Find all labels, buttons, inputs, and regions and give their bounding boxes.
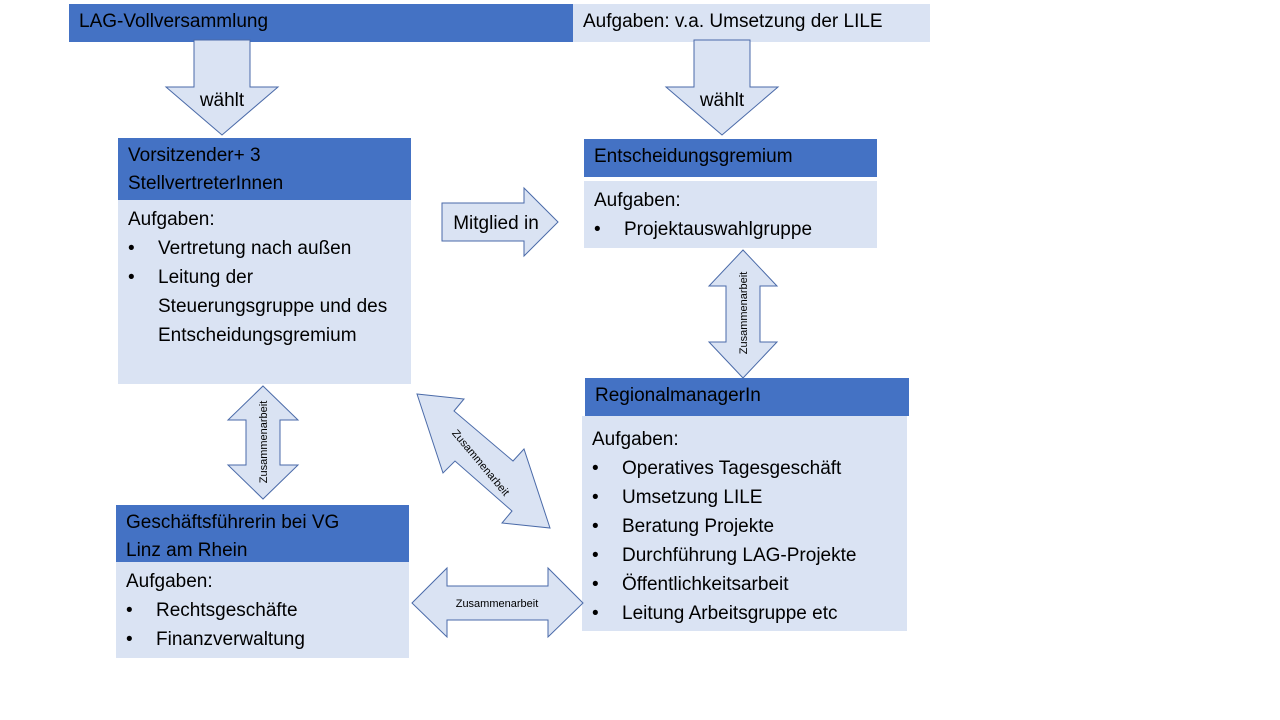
vorsitz-title-line2: StellvertreterInnen <box>128 173 284 194</box>
waehlt-right-arrow: wählt <box>664 39 780 136</box>
regional-title: RegionalmanagerIn <box>595 385 761 406</box>
gremium-header: Entscheidungsgremium <box>584 139 877 177</box>
zusammen-diagonal-arrow: Zusammenarbeit <box>416 393 551 529</box>
list-item: Beratung Projekte <box>592 512 897 541</box>
gremium-tasks-label: Aufgaben: <box>594 190 681 211</box>
lag-vollversammlung-title: LAG-Vollversammlung <box>79 11 269 32</box>
vorsitz-header: Vorsitzender+ 3 StellvertreterInnen <box>118 138 411 200</box>
geschaeft-tasks-box: Aufgaben: Rechtsgeschäfte Finanzverwaltu… <box>116 562 409 658</box>
list-item: Durchführung LAG-Projekte <box>592 541 897 570</box>
list-item: Projektauswahlgruppe <box>594 215 867 244</box>
gremium-tasks-box: Aufgaben: Projektauswahlgruppe <box>584 181 877 248</box>
waehlt-left-label: wählt <box>199 90 245 111</box>
zusammen-horizontal-label: Zusammenarbeit <box>456 598 539 610</box>
vorsitz-tasks-label: Aufgaben: <box>128 209 215 230</box>
list-item: Öffentlichkeitsarbeit <box>592 570 897 599</box>
list-item: Vertretung nach außen <box>128 234 401 263</box>
gremium-task-list: Projektauswahlgruppe <box>594 215 867 244</box>
list-item: Leitung Arbeitsgruppe etc <box>592 599 897 628</box>
list-item: Rechtsgeschäfte <box>126 596 399 625</box>
regional-tasks-label: Aufgaben: <box>592 429 679 450</box>
geschaeft-header: Geschäftsführerin bei VG Linz am Rhein <box>116 505 409 562</box>
vorsitz-title-line1: Vorsitzender+ 3 <box>128 145 261 166</box>
lag-aufgaben-text: Aufgaben: v.a. Umsetzung der LILE <box>583 11 883 32</box>
zusammen-vertical-left-label: Zusammenarbeit <box>258 401 270 484</box>
waehlt-right-label: wählt <box>699 90 745 111</box>
list-item: Umsetzung LILE <box>592 483 897 512</box>
gremium-title: Entscheidungsgremium <box>594 146 793 167</box>
zusammen-vertical-left-arrow: Zusammenarbeit <box>226 385 300 500</box>
regional-tasks-box: Aufgaben: Operatives Tagesgeschäft Umset… <box>582 416 907 631</box>
waehlt-left-arrow: wählt <box>164 39 280 136</box>
mitglied-label: Mitglied in <box>453 213 539 234</box>
regional-header: RegionalmanagerIn <box>585 378 909 416</box>
list-item: Operatives Tagesgeschäft <box>592 454 897 483</box>
mitglied-arrow: Mitglied in <box>441 186 559 258</box>
geschaeft-task-list: Rechtsgeschäfte Finanzverwaltung <box>126 596 399 654</box>
vorsitz-task-list: Vertretung nach außen Leitung der Steuer… <box>128 234 401 350</box>
list-item: Finanzverwaltung <box>126 625 399 654</box>
regional-task-list: Operatives Tagesgeschäft Umsetzung LILE … <box>592 454 897 628</box>
vorsitz-tasks-box: Aufgaben: Vertretung nach außen Leitung … <box>118 200 411 384</box>
zusammen-vertical-right-arrow: Zusammenarbeit <box>707 249 779 379</box>
geschaeft-tasks-label: Aufgaben: <box>126 571 213 592</box>
lag-vollversammlung-bar: LAG-Vollversammlung <box>69 4 573 42</box>
lag-aufgaben-bar: Aufgaben: v.a. Umsetzung der LILE <box>573 4 930 42</box>
zusammen-vertical-right-label: Zusammenarbeit <box>738 272 750 355</box>
zusammen-horizontal-arrow: Zusammenarbeit <box>411 566 584 639</box>
geschaeft-title-line2: Linz am Rhein <box>126 540 248 561</box>
geschaeft-title-line1: Geschäftsführerin bei VG <box>126 512 340 533</box>
list-item: Leitung der Steuerungsgruppe und des Ent… <box>128 263 401 350</box>
